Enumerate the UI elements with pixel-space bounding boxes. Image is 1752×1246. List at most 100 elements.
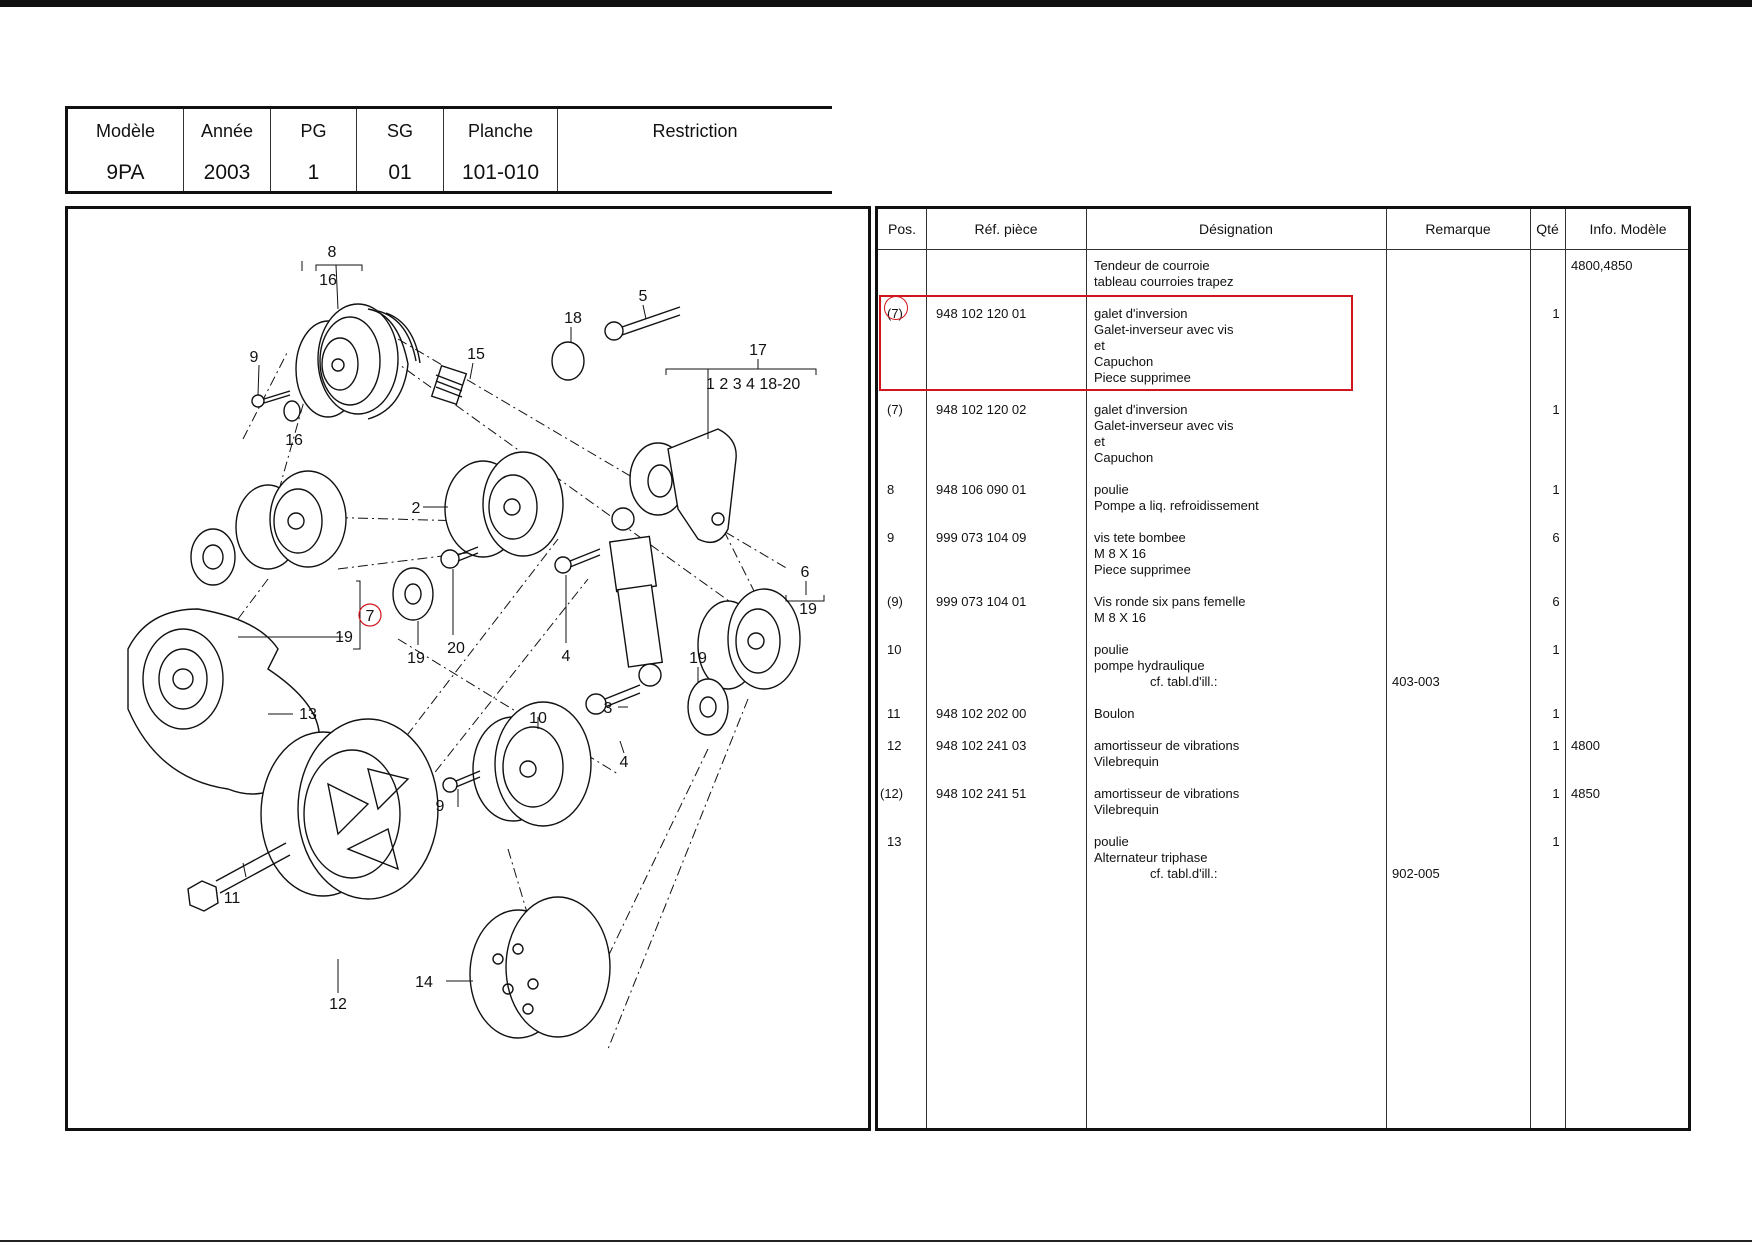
cell-designation: Tendeur de courroie tableau courroies tr… [1094,258,1384,290]
callout-17: 17 [749,342,767,359]
designation-line: Capuchon [1094,450,1154,465]
callout-3: 3 [604,700,613,717]
cell-designation: galet d'inversion Galet-inverseur avec v… [1094,402,1384,466]
col-header-pos: Pos. [887,221,916,237]
cell-pos: 8 [887,482,895,497]
cell-qte: 1 [1552,834,1560,849]
designation-line: Boulon [1094,706,1135,721]
callout-10: 10 [529,710,547,727]
red-circle-mark [884,296,908,320]
top-border [0,0,1752,7]
designation-line: galet d'inversion [1094,306,1188,321]
cell-qte: 1 [1552,642,1560,657]
designation-line: Galet-inverseur avec vis [1094,418,1234,433]
designation-line: vis tete bombee [1094,530,1186,545]
cell-pos: (9) [887,594,903,609]
cell-ref: 948 102 202 00 [936,706,1027,721]
callout-16: 16 [285,432,303,449]
header-col-planche: Planche 101-010 [444,109,558,191]
cell-qte: 1 [1552,306,1560,321]
cell-designation: amortisseur de vibrations Vilebrequin [1094,738,1384,770]
header-label: Modèle [95,121,156,141]
cell-qte: 1 [1552,786,1560,801]
callout-11: 11 [224,890,241,907]
header-col-sg: SG 01 [357,109,444,191]
cell-designation: Vis ronde six pans femelle M 8 X 16 [1094,594,1384,626]
designation-line: poulie [1094,834,1129,849]
callout-4: 4 [620,754,629,771]
designation-line: M 8 X 16 [1094,546,1147,561]
cell-ref: 948 102 120 02 [936,402,1027,417]
callout-4: 4 [562,648,571,665]
cell-pos: 9 [887,530,895,545]
designation-line: Piece supprimee [1094,370,1191,385]
col-header-ref: Réf. pièce [974,221,1038,237]
cell-remarque: 403-003 [1392,674,1440,689]
designation-line: galet d'inversion [1094,402,1188,417]
cell-pos: 12 [887,738,902,753]
cell-ref: 948 102 241 51 [936,786,1027,801]
callout-13: 13 [299,706,317,723]
designation-line: Galet-inverseur avec vis [1094,322,1234,337]
cell-info: 4800 [1571,738,1600,753]
col-header-designation: Désignation [1199,221,1273,237]
designation-line: Alternateur triphase [1094,850,1208,865]
designation-line: M 8 X 16 [1094,610,1147,625]
designation-line: et [1094,338,1105,353]
designation-line: poulie [1094,482,1129,497]
cell-info: 4800,4850 [1571,258,1633,273]
callout-14: 14 [415,974,433,991]
cell-pos: (12) [880,786,904,801]
cell-designation: vis tete bombee M 8 X 16 Piece supprimee [1094,530,1384,578]
callout-19: 19 [407,650,425,667]
cell-pos: (7) [887,402,903,417]
designation-line: et [1094,434,1105,449]
designation-line: cf. tabl.d'ill.: [1150,674,1218,689]
cell-pos: 11 [887,706,901,721]
designation-line: amortisseur de vibrations [1094,738,1240,753]
cell-ref: 999 073 104 01 [936,594,1027,609]
callout-17-sub: 1 2 3 4 18-20 [706,376,800,393]
highlight-box [879,295,1353,391]
belt-drive-drawing: 8 16 9 16 15 18 5 17 1 2 3 4 18-20 2 7 1… [127,244,825,1050]
header-value: 2003 [203,161,251,184]
designation-line: Vilebrequin [1094,754,1159,769]
callout-8: 8 [328,244,337,261]
header-label: Restriction [652,121,738,141]
cell-qte: 6 [1552,530,1560,545]
designation-line: Vis ronde six pans femelle [1094,594,1246,609]
designation-line: poulie [1094,642,1129,657]
header-col-modele: Modèle 9PA [68,109,184,191]
callout-15: 15 [467,346,485,363]
designation-line: Piece supprimee [1094,562,1191,577]
cell-qte: 1 [1552,706,1560,721]
cell-pos: 13 [887,834,902,849]
callout-7: 7 [366,608,375,625]
callout-19: 19 [335,629,353,646]
header-label: PG [300,121,327,141]
cell-ref: 948 102 120 01 [936,306,1027,321]
callout-19: 19 [689,650,707,667]
parts-table: Pos. Réf. pièce Désignation Remarque Qté… [875,206,1691,1131]
header-col-annee: Année 2003 [184,109,271,191]
cell-ref: 999 073 104 09 [936,530,1027,545]
designation-line: pompe hydraulique [1094,658,1205,673]
red-circle-mark [358,603,382,627]
designation-line: Tendeur de courroie [1094,258,1210,273]
header-value: 9PA [106,161,145,184]
callout-9: 9 [436,798,445,815]
col-header-info: Info. Modèle [1589,221,1667,237]
designation-line: Pompe a liq. refroidissement [1094,498,1259,513]
header-value: 1 [307,161,320,184]
header-col-pg: PG 1 [271,109,357,191]
cell-designation: poulie Pompe a liq. refroidissement [1094,482,1384,514]
callout-2: 2 [412,500,421,517]
cell-designation: poulie Alternateur triphase cf. tabl.d'i… [1094,834,1384,882]
cell-ref: 948 102 241 03 [936,738,1027,753]
designation-line: cf. tabl.d'ill.: [1150,866,1218,881]
header-table: Modèle 9PA Année 2003 PG 1 SG 01 Planche… [65,106,832,194]
callout-18: 18 [564,310,582,327]
header-label: Année [200,121,254,141]
cell-qte: 1 [1552,402,1560,417]
cell-designation: galet d'inversion Galet-inverseur avec v… [1094,306,1384,386]
